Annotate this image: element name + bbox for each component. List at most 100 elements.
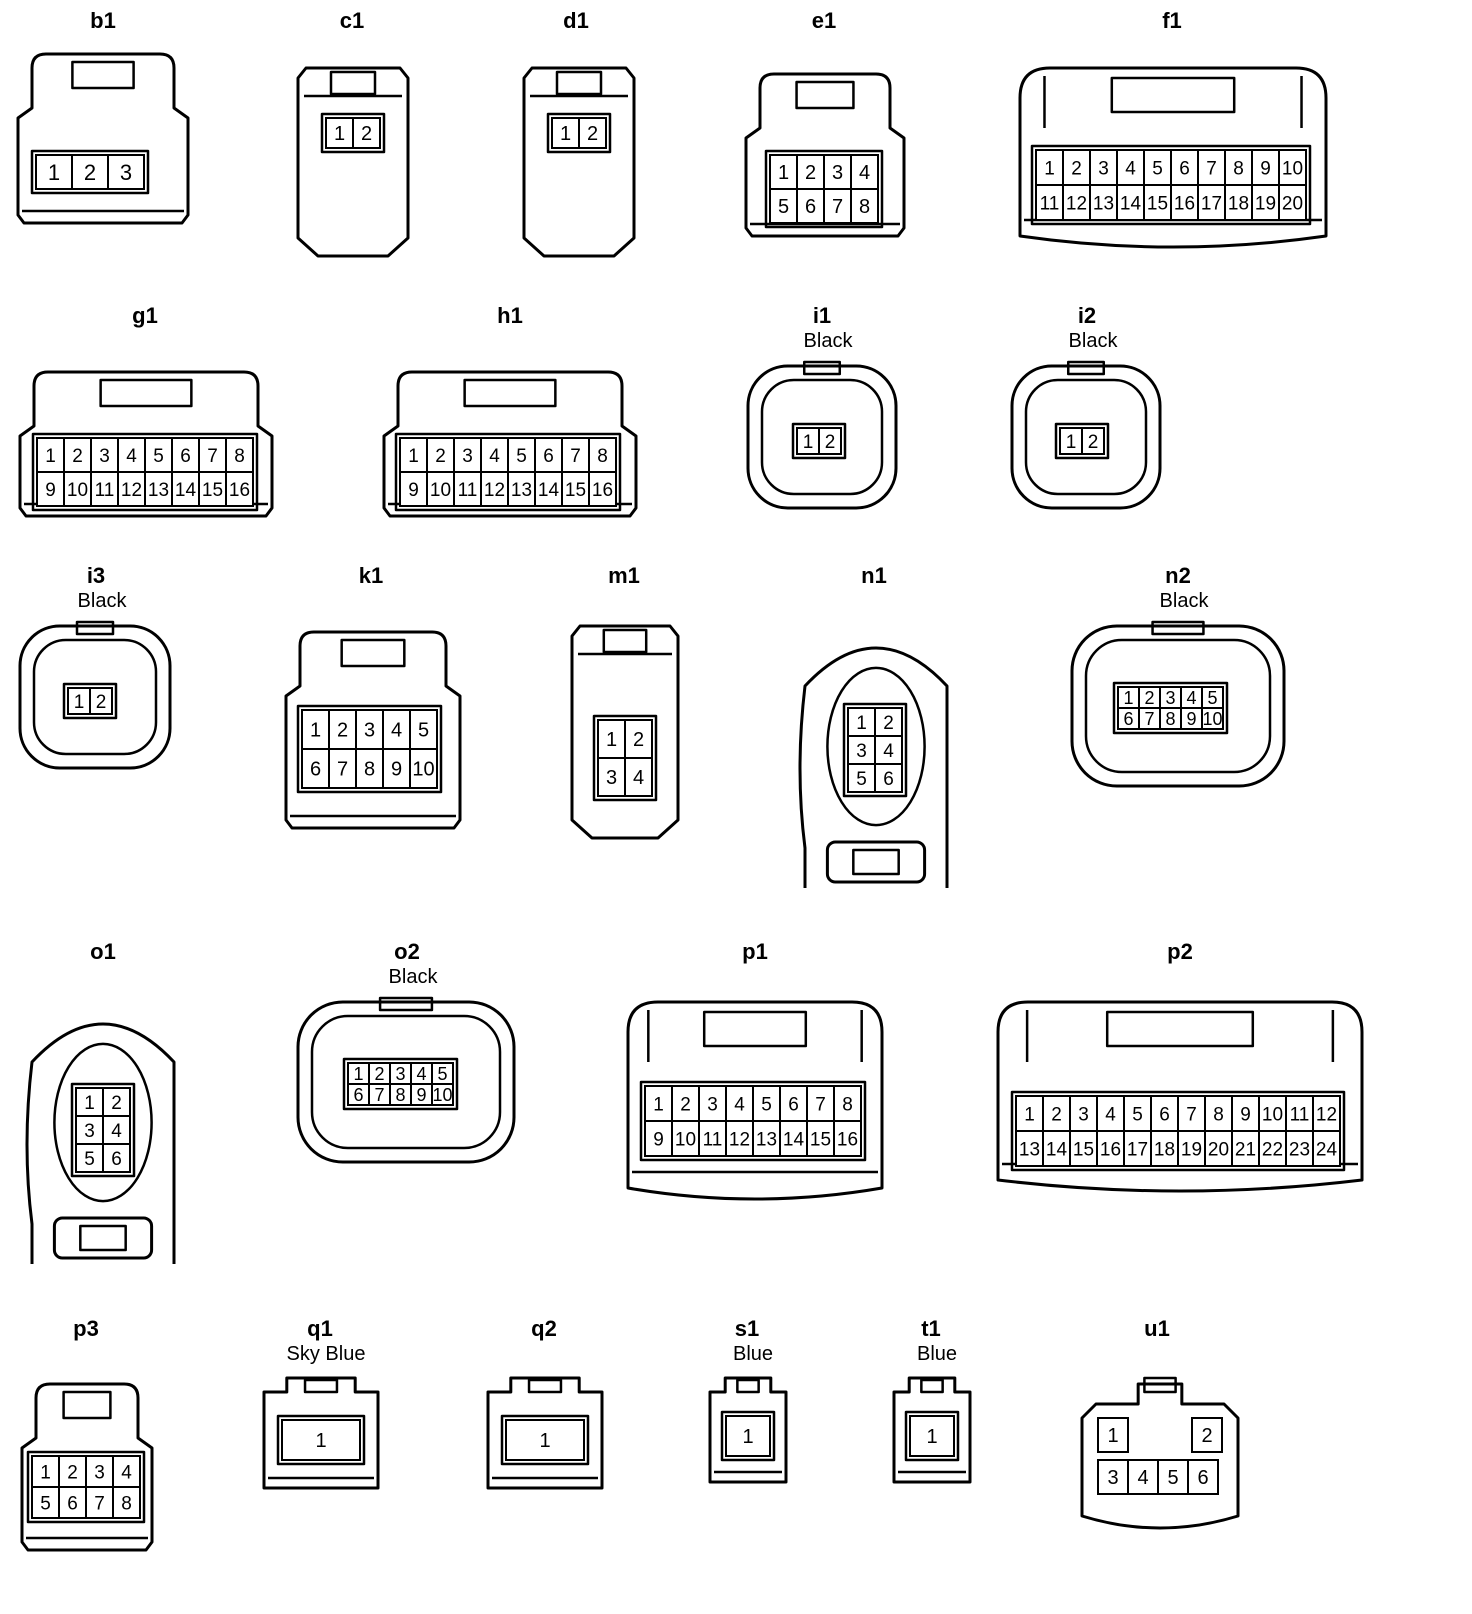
pin-cavity [325,117,354,149]
pin-cavity [725,1415,771,1457]
pin-number: 2 [1201,1425,1212,1447]
pin-number: 4 [1125,158,1136,179]
pin-number: 1 [606,729,617,751]
pin-number: 6 [180,446,191,467]
pin-number: 9 [408,480,419,501]
pin-cavity [505,1419,585,1461]
connector-id-label: p3 [73,1316,99,1341]
pin-number: 9 [1260,158,1271,179]
pin-number: 11 [458,480,478,501]
pin-cavity [58,1455,87,1488]
pin-number: 2 [67,1462,78,1483]
pin-number: 16 [1174,193,1195,214]
pin-number: 9 [391,759,402,781]
connector-id-label: f1 [1162,8,1182,33]
pin-field [70,1082,136,1178]
pin-number: 6 [67,1493,78,1514]
pin-number: 5 [153,446,164,467]
pin-cavity [597,719,626,759]
pin-number: 20 [1282,193,1303,214]
pin-field [791,422,847,460]
pin-number: 13 [148,480,169,501]
pin-number: 2 [361,123,372,145]
pin-number: 1 [1107,1425,1118,1447]
pin-number: 7 [207,446,218,467]
connector-id-label: q1 [307,1316,333,1341]
pin-number: 12 [1316,1104,1337,1125]
pin-cavity [1069,1130,1098,1167]
connector-id-label: n2 [1165,563,1191,588]
pin-cavity [89,687,113,715]
pin-number: 3 [832,162,843,184]
pin-number: 1 [560,123,571,145]
pin-cavity [328,748,357,789]
pin-number: 5 [1132,1104,1143,1125]
pin-field [500,1414,590,1466]
pin-number: 5 [40,1493,51,1514]
pin-cavity [624,719,653,759]
pin-cavity [1278,184,1307,221]
pin-field [1112,681,1229,735]
pin-number: 12 [1066,193,1087,214]
pin-cavity [850,188,879,224]
pin-number: 11 [95,480,115,501]
pin-cavity [671,1120,700,1157]
pin-number: 4 [126,446,137,467]
connector-id-label: t1 [921,1316,941,1341]
pin-number: 8 [859,196,870,218]
pin-cavity [874,707,903,737]
pin-cavity [561,437,590,473]
pin-cavity [1035,184,1064,221]
pin-number: 10 [430,480,451,501]
pin-number: 17 [1201,193,1222,214]
pin-number: 3 [856,741,867,762]
pin-number: 10 [675,1129,696,1150]
pin-cavity [1187,1459,1219,1495]
pin-number: 8 [842,1094,853,1115]
pin-number: 14 [1120,193,1142,214]
connector-id-label: b1 [90,8,116,33]
connector-color-label: Black [804,330,854,352]
pin-number: 12 [484,480,505,501]
pin-cavity [1062,184,1091,221]
pin-number: 13 [1093,193,1114,214]
pin-number: 4 [734,1094,745,1115]
pin-number: 5 [1207,688,1217,708]
pin-field [1054,422,1110,460]
pin-field [842,702,908,798]
pin-number: 6 [1197,1467,1208,1489]
pin-cavity [847,763,876,793]
pin-number: 6 [805,196,816,218]
pin-number: 1 [1123,688,1133,708]
pin-cavity [198,471,227,507]
pin-cavity [551,117,580,149]
connector-id-label: p2 [1167,939,1193,964]
pin-cavity [225,437,254,473]
pin-number: 10 [1262,1104,1283,1125]
pin-number: 2 [633,729,644,751]
pin-cavity [833,1085,862,1122]
pin-cavity [1096,1130,1125,1167]
pin-number: 9 [1240,1104,1251,1125]
pin-number: 5 [778,196,789,218]
pin-cavity [1170,184,1199,221]
pin-field [546,112,612,154]
pin-field [394,432,622,512]
pin-number: 1 [74,692,85,713]
connector-color-label: Blue [733,1343,773,1365]
pin-cavity [1312,1095,1341,1132]
pin-number: 9 [416,1085,426,1105]
pin-field [764,149,884,229]
connector-id-label: k1 [359,563,383,588]
connector-id-label: i1 [813,303,831,328]
pin-number: 1 [926,1426,937,1448]
pin-number: 19 [1255,193,1276,214]
connector-id-label: o1 [90,939,116,964]
pin-number: 5 [516,446,527,467]
pin-number: 11 [1040,193,1060,214]
pin-cavity [352,117,381,149]
pin-cavity [833,1120,862,1157]
